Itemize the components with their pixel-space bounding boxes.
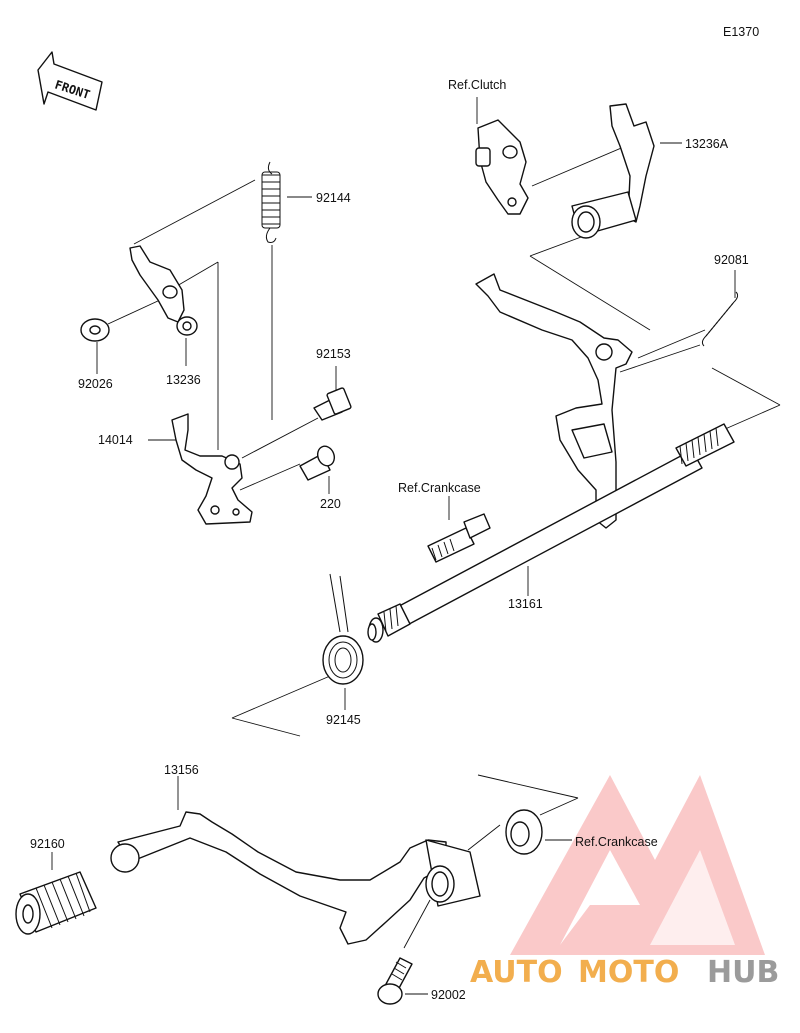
label-92153: 92153 — [316, 347, 351, 361]
logo-word-auto: AUTO — [470, 955, 563, 990]
pedal-13156 — [110, 811, 481, 945]
part-labels: 92144 92026 13236 14014 92153 220 Ref.Cl… — [30, 78, 749, 1002]
spring-92081 — [701, 291, 739, 347]
bolt-92002 — [377, 957, 413, 1005]
label-13156: 13156 — [164, 763, 199, 777]
bolt-92153 — [313, 387, 352, 421]
leader-lines — [51, 97, 781, 995]
label-92145: 92145 — [326, 713, 361, 727]
lever-13236 — [129, 245, 198, 336]
diagram-code: E1370 — [723, 25, 759, 39]
label-92160: 92160 — [30, 837, 65, 851]
logo-word-moto: MOTO — [578, 955, 679, 990]
spring-92144 — [261, 161, 281, 243]
lever-13236A — [571, 103, 655, 239]
rubber-92160 — [15, 871, 97, 935]
crankcase-pin — [427, 513, 491, 563]
label-ref-clutch: Ref.Clutch — [448, 78, 506, 92]
shaft-13161 — [367, 423, 735, 643]
pin-220 — [299, 445, 336, 481]
label-220: 220 — [320, 497, 341, 511]
spring-92145 — [322, 573, 364, 685]
front-arrow-icon: FRONT — [37, 51, 103, 111]
label-92081: 92081 — [714, 253, 749, 267]
washer-92026 — [80, 318, 110, 342]
label-ref-crankcase-upper: Ref.Crankcase — [398, 481, 481, 495]
automotohub-logo: AUTO MOTO HUB — [470, 775, 779, 990]
label-14014: 14014 — [98, 433, 133, 447]
label-13161: 13161 — [508, 597, 543, 611]
shift-arm — [475, 273, 633, 529]
label-ref-crankcase-lower: Ref.Crankcase — [575, 835, 658, 849]
label-92144: 92144 — [316, 191, 351, 205]
label-13236: 13236 — [166, 373, 201, 387]
crankcase-washer — [505, 809, 543, 855]
label-92002: 92002 — [431, 988, 466, 1002]
logo-word-hub: HUB — [707, 955, 779, 990]
bracket-14014 — [171, 413, 253, 525]
clutch-lever — [475, 119, 529, 215]
label-13236A: 13236A — [685, 137, 729, 151]
label-92026: 92026 — [78, 377, 113, 391]
